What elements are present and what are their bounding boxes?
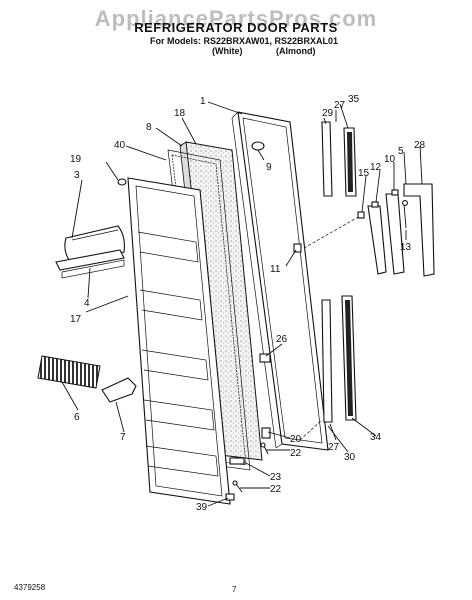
- callout-34: 34: [370, 432, 382, 443]
- variant-almond: (Almond): [276, 46, 316, 56]
- inner-door-liner: [127, 177, 231, 505]
- callout-6: 6: [74, 412, 80, 423]
- page-title: REFRIGERATOR DOOR PARTS: [134, 20, 338, 35]
- callout-22-b: 22: [270, 484, 282, 495]
- callout-9: 9: [266, 162, 272, 173]
- model-numbers: For Models: RS22BRXAW01, RS22BRXAL01: [150, 36, 339, 46]
- hinge-pin: [251, 141, 265, 151]
- callout-15: 15: [358, 168, 370, 179]
- callout-27: 27: [334, 100, 346, 111]
- callout-18: 18: [174, 108, 186, 119]
- callout-19: 19: [70, 154, 82, 165]
- callout-4: 4: [84, 298, 90, 309]
- callout-labels: 1 35 29 27 18 8 9 40 19 3 15 12 10 5 28 …: [70, 94, 426, 513]
- callout-35: 35: [348, 94, 360, 105]
- screw-19: [117, 178, 127, 186]
- hinge-bracket-11: [293, 243, 302, 253]
- callout-28: 28: [414, 140, 426, 151]
- outer-door-panel: [231, 111, 329, 451]
- callout-5: 5: [398, 146, 404, 157]
- lower-handle-trim: [321, 295, 357, 423]
- bottom-hinge-23: [229, 457, 245, 465]
- callout-8: 8: [146, 122, 152, 133]
- callout-39: 39: [196, 502, 208, 513]
- callout-12: 12: [370, 162, 382, 173]
- callout-30: 30: [344, 452, 356, 463]
- variant-white: (White): [212, 46, 243, 56]
- dairy-shelf-bar: [55, 249, 125, 279]
- callout-26: 26: [276, 334, 288, 345]
- callout-3: 3: [74, 170, 80, 181]
- handle-assembly: [357, 183, 435, 277]
- callout-1: 1: [200, 96, 206, 107]
- screw-22-upper: [260, 442, 269, 455]
- watermark: AppliancePartsPros.com: [94, 6, 378, 31]
- callout-27-b: 27: [328, 442, 340, 453]
- callout-10: 10: [384, 154, 396, 165]
- callout-11: 11: [270, 264, 281, 275]
- leader-lines: [61, 101, 423, 507]
- callout-13: 13: [400, 242, 412, 253]
- callout-22-a: 22: [290, 448, 302, 459]
- upper-handle-trim: [321, 121, 357, 197]
- hinge-bushing-20: [261, 427, 271, 439]
- callout-20: 20: [290, 434, 302, 445]
- callout-17: 17: [70, 314, 82, 325]
- kick-plate-grille: [37, 355, 101, 389]
- door-bracket: [101, 377, 137, 403]
- callout-7: 7: [120, 432, 126, 443]
- page-number: 7: [232, 585, 237, 594]
- cam-26: [259, 353, 271, 363]
- callout-29: 29: [322, 108, 334, 119]
- callout-40: 40: [114, 140, 126, 151]
- screw-22-lower: [232, 480, 243, 493]
- door-stop-39: [225, 493, 235, 501]
- callout-23: 23: [270, 472, 282, 483]
- document-number: 4379258: [14, 583, 46, 592]
